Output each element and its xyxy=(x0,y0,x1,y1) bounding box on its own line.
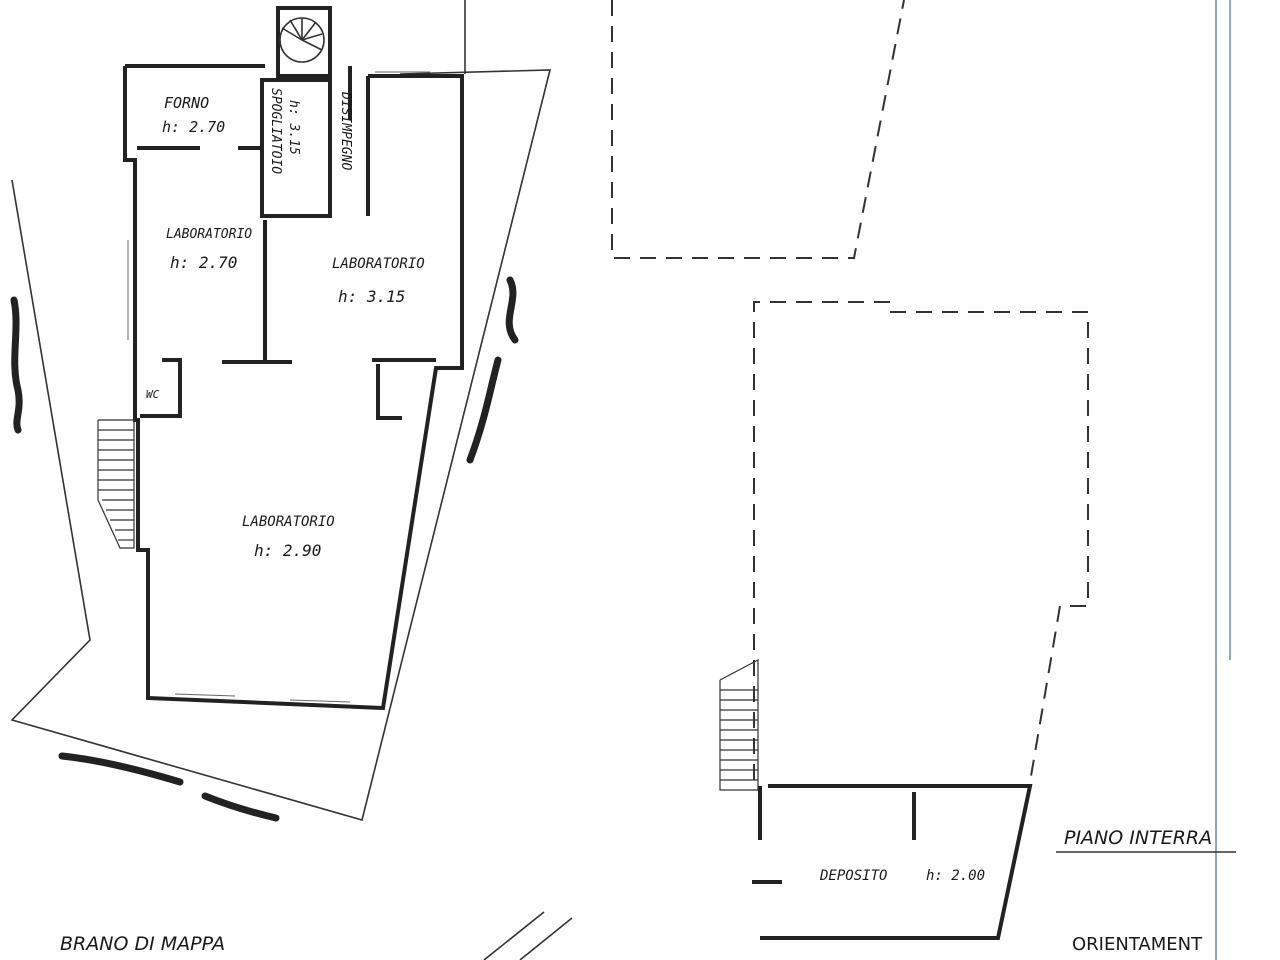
north-arrow xyxy=(483,911,573,960)
external-stair-left xyxy=(97,419,135,549)
deposito-walls xyxy=(752,784,1033,940)
basement-stair xyxy=(719,659,759,791)
redaction-scribbles xyxy=(10,276,519,822)
room-height-spogliatoio: h: 3.15 xyxy=(286,100,301,155)
room-height-laboratorio-1: h: 2.70 xyxy=(170,253,237,272)
room-label-disimpegno: DISIMPEGNO xyxy=(338,91,353,170)
sheet-border-line xyxy=(1215,0,1231,960)
room-label-laboratorio-3: LABORATORIO xyxy=(242,514,335,530)
basement-title: PIANO INTERRA xyxy=(1064,827,1212,849)
ground-floor-walls xyxy=(123,6,464,711)
basement-dashed-outline xyxy=(753,301,1089,783)
room-label-spogliatoio: SPOGLIATOIO xyxy=(268,88,283,174)
room-label-deposito: DEPOSITO xyxy=(819,868,887,884)
map-extract-title: BRANO DI MAPPA xyxy=(60,933,225,955)
window-marks xyxy=(127,71,430,703)
room-label-laboratorio-1: LABORATORIO xyxy=(166,227,252,242)
room-label-forno: FORNO xyxy=(164,94,209,112)
room-height-deposito: h: 2.00 xyxy=(926,868,985,884)
upper-floor-dashed-outline xyxy=(611,0,905,259)
room-height-laboratorio-2: h: 3.15 xyxy=(338,287,405,306)
room-label-wc: WC xyxy=(146,388,160,401)
room-height-laboratorio-3: h: 2.90 xyxy=(254,541,321,560)
spiral-stair xyxy=(279,17,325,63)
room-height-forno: h: 2.70 xyxy=(162,118,225,136)
room-label-laboratorio-2: LABORATORIO xyxy=(332,256,425,272)
site-boundary xyxy=(10,0,552,821)
orientation-title: ORIENTAMENT xyxy=(1072,934,1203,955)
